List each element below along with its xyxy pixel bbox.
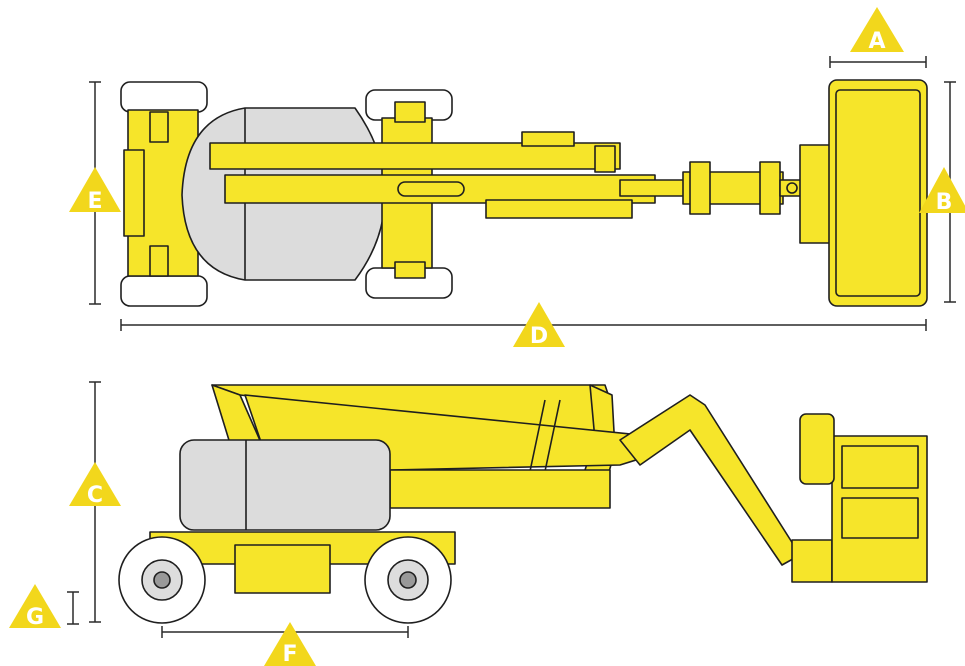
engine-cover [179,439,391,531]
marker-E-triangle [69,167,121,212]
jib-side [619,394,801,566]
marker-G-label: G [26,605,44,630]
marker-G-triangle [9,584,61,628]
marker-A-triangle [850,7,904,52]
marker-B-triangle [919,167,965,213]
top-view [120,79,928,307]
marker-B: B [919,167,965,215]
marker-E: E [69,167,121,214]
control-box [799,413,835,485]
marker-A: A [850,7,904,54]
marker-F-label: F [282,642,297,666]
marker-F: F [264,622,316,666]
marker-B-label: B [936,190,953,215]
tire-rear-left [120,81,208,113]
marker-C-triangle [69,462,121,506]
marker-C: C [69,462,121,508]
marker-D: D [513,302,565,349]
marker-D-label: D [530,324,548,349]
marker-D-triangle [513,302,565,347]
tire-rear-right [120,275,208,307]
marker-E-label: E [87,189,102,214]
marker-C-label: C [87,483,103,508]
marker-F-triangle [264,622,316,666]
platform-rotator-side [791,539,833,583]
platform-basket-side [831,435,928,583]
main-boom-upper [209,142,621,170]
marker-G: G [9,584,61,630]
marker-A-label: A [868,29,885,54]
side-view [118,384,928,624]
platform-basket-top [828,79,928,307]
